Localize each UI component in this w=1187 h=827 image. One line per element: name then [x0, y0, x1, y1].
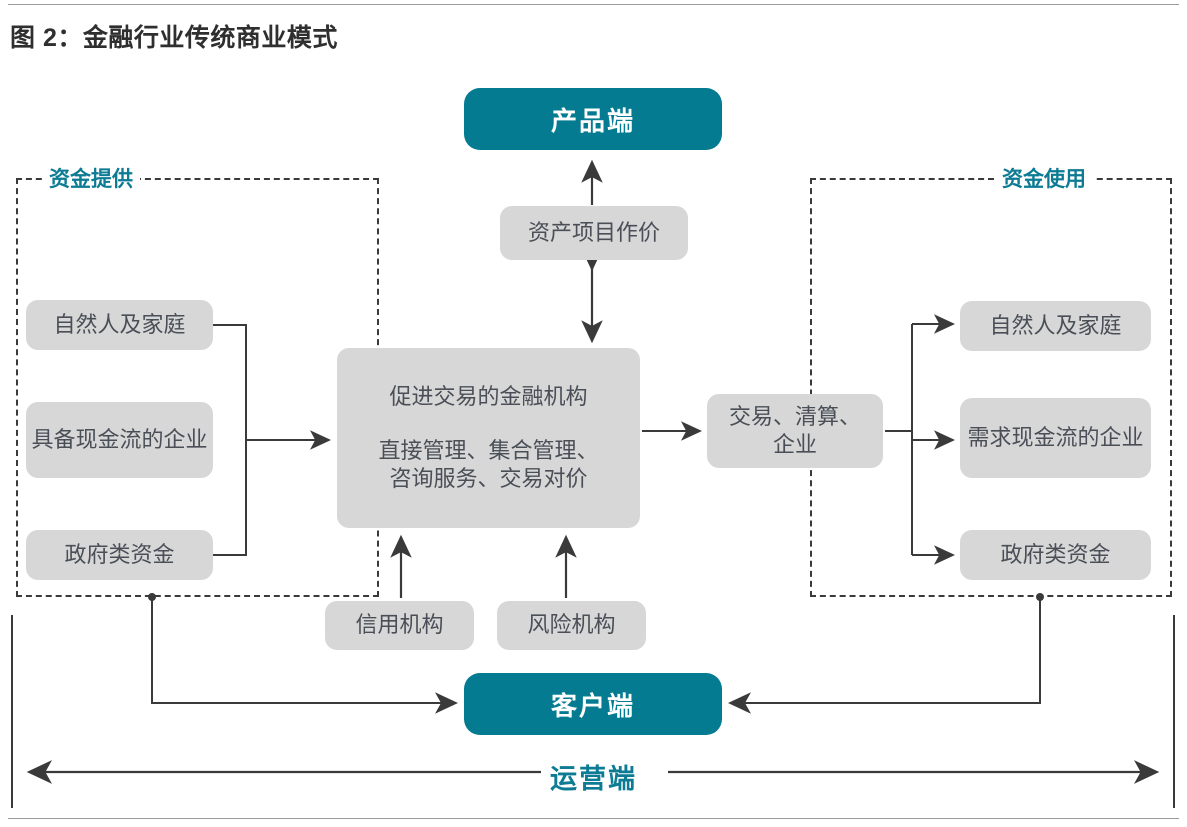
group-frame-demand	[810, 178, 1172, 597]
trade-line-2: 企业	[772, 432, 817, 457]
wire-demand-to-client	[728, 597, 1041, 714]
figure-title: 图 2：金融行业传统商业模式	[10, 24, 338, 52]
center-headline: 促进交易的金融机构	[389, 383, 588, 409]
node-asset-pricing[interactable]: 资产项目作价	[500, 206, 688, 260]
node-supply-government-funds[interactable]: 政府类资金	[26, 530, 213, 580]
node-risk-institution[interactable]: 风险机构	[497, 601, 646, 650]
center-detail-line-1: 直接管理、集合管理、	[378, 437, 599, 463]
node-credit-institution[interactable]: 信用机构	[325, 601, 474, 650]
center-detail-line-2: 咨询服务、交易对价	[389, 466, 588, 492]
bottom-divider-rule	[8, 818, 1179, 819]
node-financial-institution[interactable]: 促进交易的金融机构 直接管理、集合管理、 咨询服务、交易对价	[337, 348, 640, 528]
node-client-end[interactable]: 客户端	[464, 673, 722, 735]
node-supply-individuals[interactable]: 自然人及家庭	[26, 300, 213, 350]
group-label-demand: 资金使用	[995, 163, 1093, 193]
node-demand-cashflow-enterprises[interactable]: 需求现金流的企业	[960, 398, 1151, 478]
top-divider-rule	[8, 4, 1179, 5]
node-demand-individuals[interactable]: 自然人及家庭	[960, 301, 1151, 351]
node-supply-cashflow-enterprises[interactable]: 具备现金流的企业	[26, 402, 213, 478]
wire-supply-to-client	[151, 597, 458, 714]
trade-line-1: 交易、清算、	[728, 403, 861, 429]
node-trade-clearing[interactable]: 交易、清算、 企业	[707, 394, 883, 468]
group-label-supply: 资金提供	[42, 163, 140, 193]
node-product-end[interactable]: 产品端	[464, 88, 722, 150]
node-demand-government-funds[interactable]: 政府类资金	[960, 530, 1151, 580]
